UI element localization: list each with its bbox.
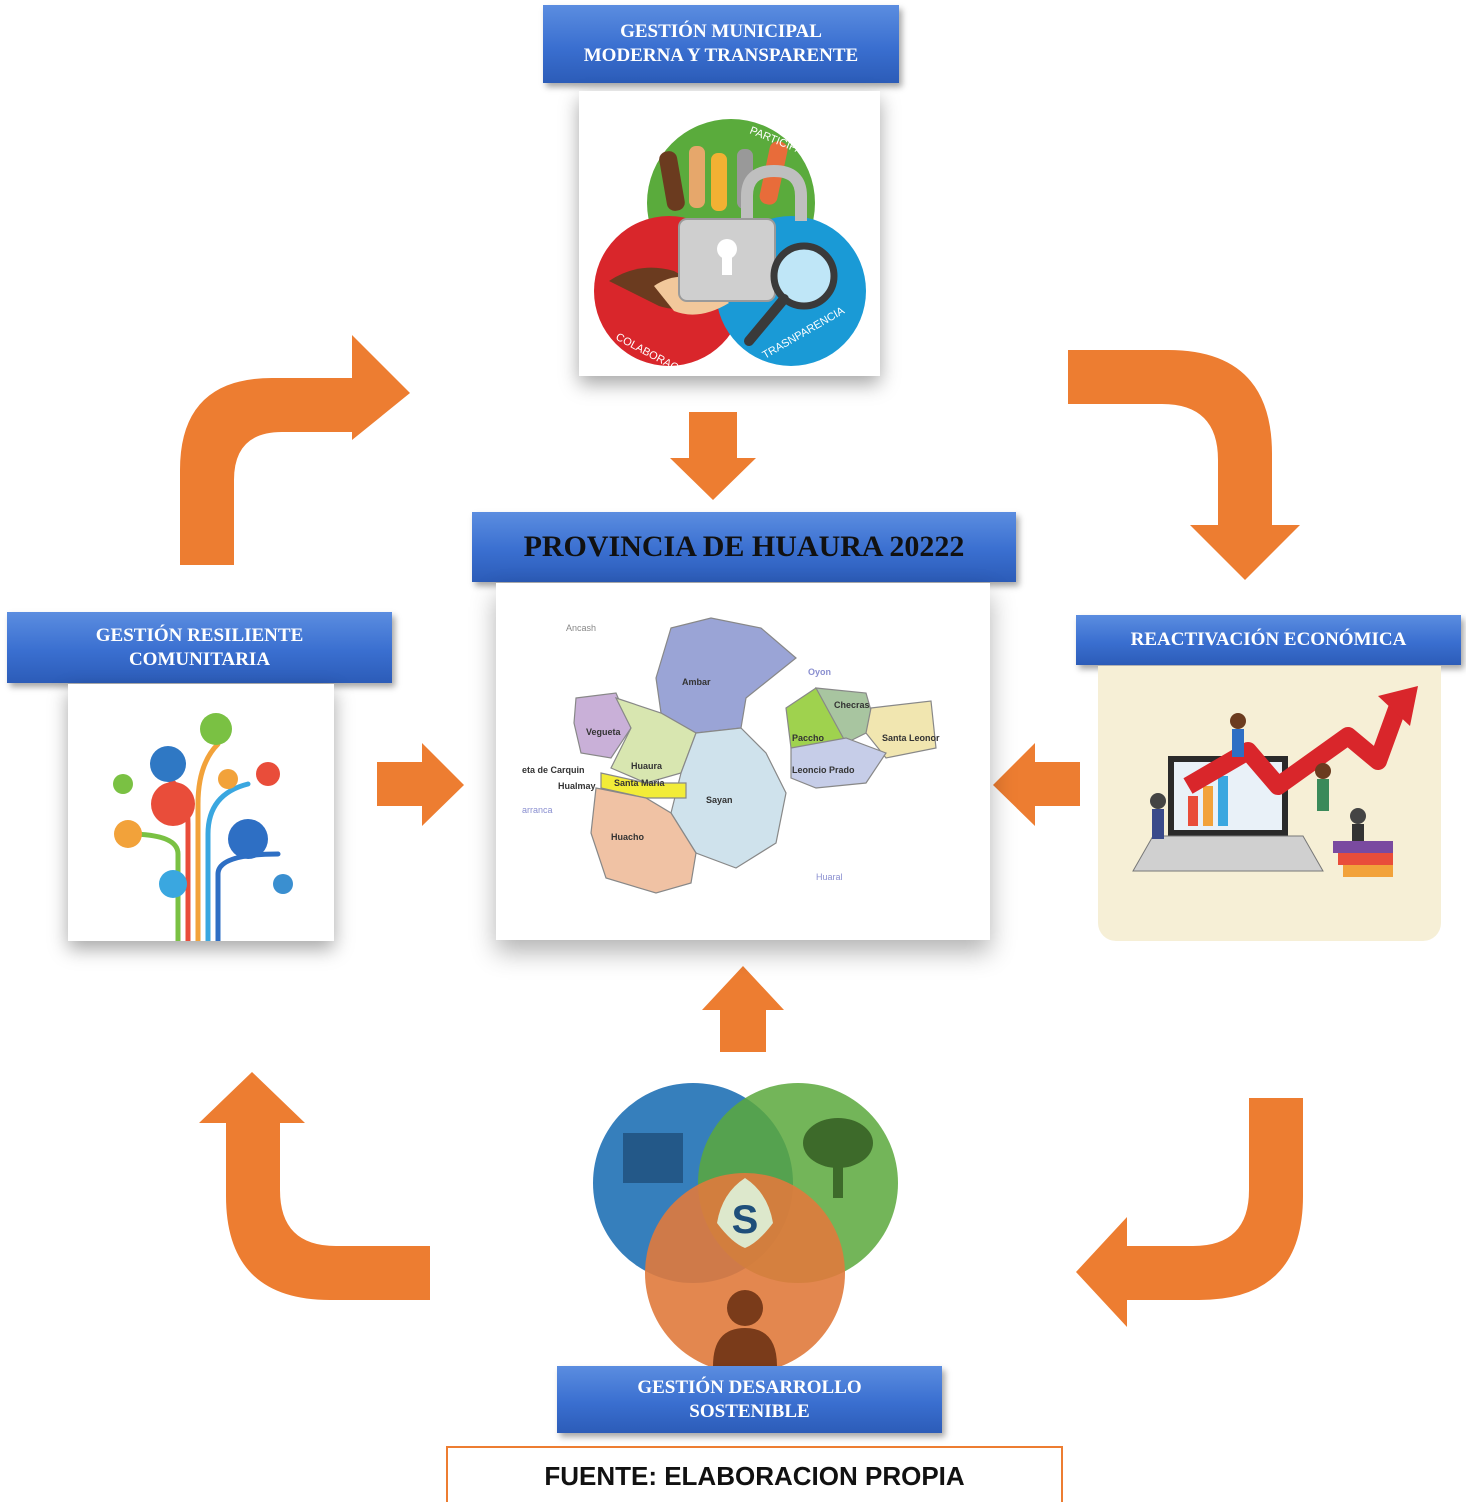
arrow-left-to-top <box>180 335 410 565</box>
resilience-tree-illustration <box>68 684 334 941</box>
region-huaura <box>610 696 697 784</box>
map-label-checras: Checras <box>834 700 870 710</box>
region-leoncio-prado <box>790 737 887 789</box>
map-label-huaral: Huaral <box>816 872 843 882</box>
map-label-leoncio-prado: Leoncio Prado <box>792 765 855 775</box>
sustainability-letter: S <box>732 1198 759 1242</box>
bottom-title-line2: SOSTENIBLE <box>689 1400 810 1422</box>
right-title-box: REACTIVACIÓN ECONÓMICA <box>1076 615 1461 665</box>
map-label-caleta: eta de Carquin <box>522 765 585 775</box>
map-label-hualmay: Hualmay <box>558 781 596 791</box>
region-vegueta <box>573 692 632 759</box>
map-label-huaura: Huaura <box>631 761 663 771</box>
map-label-ambar: Ambar <box>682 677 711 687</box>
arrow-bottom-up <box>702 966 784 1052</box>
map-label-santa-maria: Santa Maria <box>614 778 666 788</box>
source-box: FUENTE: ELABORACION PROPIA <box>446 1446 1063 1502</box>
top-title-line2: MODERNA Y TRANSPARENTE <box>583 45 859 66</box>
top-title-line1: GESTIÓN MUNICIPAL <box>620 21 822 43</box>
left-title-line1: GESTIÓN RESILIENTE <box>95 624 304 646</box>
participation-venn-icon: PARTICIPACIÓN COLABORACIÓN TRASNPARENCIA <box>594 119 866 376</box>
business-growth-icon <box>1132 686 1418 877</box>
map-label-paccho: Paccho <box>792 733 825 743</box>
arrow-top-down <box>670 412 756 500</box>
bottom-title-box: GESTIÓN DESARROLLO SOSTENIBLE <box>557 1366 942 1433</box>
region-santa-maria <box>600 772 687 799</box>
center-title-box: PROVINCIA DE HUAURA 20222 <box>472 512 1016 582</box>
money-icon <box>623 1133 683 1183</box>
region-santa-leonor <box>865 700 937 759</box>
region-huacho <box>590 787 697 894</box>
sustainability-venn-icon: S <box>593 1083 898 1366</box>
map-label-huacho: Huacho <box>611 832 645 842</box>
bottom-title-line1: GESTIÓN DESARROLLO <box>637 1376 862 1398</box>
map-label-santa-leonor: Santa Leonor <box>882 733 940 743</box>
tree-icon <box>803 1118 873 1168</box>
economic-reactivation-illustration <box>1098 666 1441 941</box>
region-ambar <box>655 617 797 734</box>
arrow-left-right <box>377 743 464 826</box>
arrow-right-left <box>993 743 1080 826</box>
knowledge-tree-icon <box>113 713 293 941</box>
left-title-box: GESTIÓN RESILIENTE COMUNITARIA <box>7 612 392 683</box>
map-label-sayan: Sayan <box>706 795 733 805</box>
left-title-line2: COMUNITARIA <box>128 648 271 670</box>
person-icon <box>727 1290 763 1326</box>
map-label-vegueta: Vegueta <box>586 727 622 737</box>
huaura-province-map: Ancash Oyon Ambar Vegueta Huaura Checras… <box>522 617 940 894</box>
arrow-bottom-to-left <box>199 1072 430 1300</box>
arrow-top-to-right <box>1068 350 1300 580</box>
center-title: PROVINCIA DE HUAURA 20222 <box>523 530 965 564</box>
right-title: REACTIVACIÓN ECONÓMICA <box>1130 629 1407 651</box>
map-label-barranca: arranca <box>522 805 553 815</box>
source-text: FUENTE: ELABORACION PROPIA <box>544 1461 965 1491</box>
sustainability-venn-illustration: S <box>593 1083 899 1366</box>
top-title-box: GESTIÓN MUNICIPAL MODERNA Y TRANSPARENTE <box>543 5 899 83</box>
transparency-illustration: PARTICIPACIÓN COLABORACIÓN TRASNPARENCIA <box>579 91 880 376</box>
map-label-oyon: Oyon <box>808 667 831 677</box>
huaura-map-panel: Ancash Oyon Ambar Vegueta Huaura Checras… <box>496 583 990 940</box>
arrow-right-to-bottom <box>1076 1098 1303 1327</box>
map-label-ancash: Ancash <box>566 623 596 633</box>
